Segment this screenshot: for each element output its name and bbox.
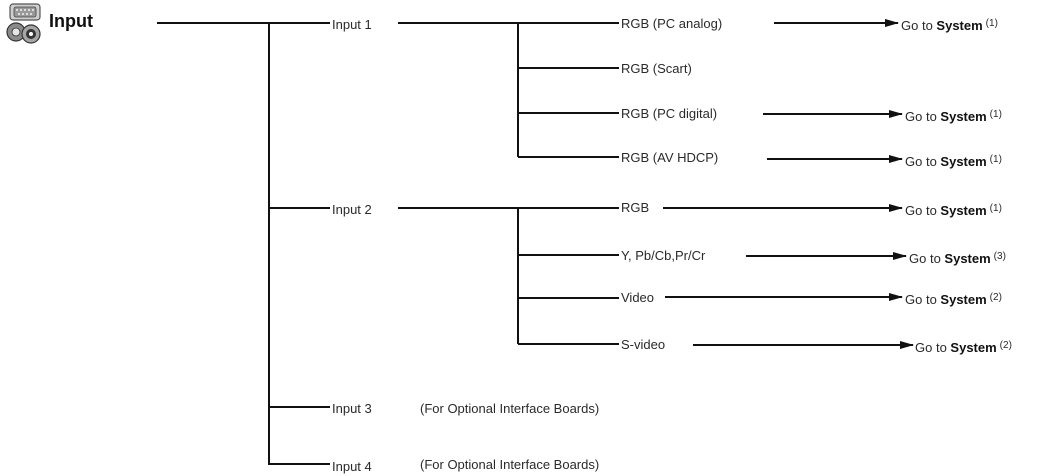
goto-system-video: Go to System(2) <box>905 290 1002 308</box>
goto-ref: (1) <box>989 154 1002 165</box>
goto-text: Go to <box>905 154 937 169</box>
goto-ref: (1) <box>989 203 1002 214</box>
input-4-note: (For Optional Interface Boards) <box>420 457 600 472</box>
goto-ref: (1) <box>985 18 998 29</box>
input-menu-title: Input <box>49 11 93 31</box>
goto-system-s-video: Go to System(2) <box>915 338 1012 356</box>
goto-ref: (2) <box>999 340 1012 351</box>
source-video: Video <box>621 290 655 305</box>
goto-system-y-pb-pr: Go to System(3) <box>909 249 1006 267</box>
goto-text: Go to <box>905 292 937 307</box>
goto-text: Go to <box>915 340 947 355</box>
goto-target: System <box>936 18 983 33</box>
goto-ref: (1) <box>989 109 1002 120</box>
source-rgb: RGB <box>621 200 650 215</box>
input-3-label: Input 3 <box>332 401 372 416</box>
goto-system-rgb: Go to System(1) <box>905 201 1002 219</box>
goto-system-rgb-pc-analog: Go to System(1) <box>901 16 998 34</box>
source-rgb-scart: RGB (Scart) <box>621 61 692 76</box>
goto-target: System <box>940 292 987 307</box>
input-3-note: (For Optional Interface Boards) <box>420 401 600 416</box>
goto-system-rgb-pc-digital: Go to System(1) <box>905 107 1002 125</box>
goto-target: System <box>940 203 987 218</box>
input-2-label: Input 2 <box>332 202 372 217</box>
input-connectors-icon <box>6 3 41 44</box>
source-rgb-pc-analog: RGB (PC analog) <box>621 16 723 31</box>
goto-ref: (2) <box>989 292 1002 303</box>
goto-system-rgb-av-hdcp: Go to System(1) <box>905 152 1002 170</box>
source-rgb-av-hdcp: RGB (AV HDCP) <box>621 150 719 165</box>
source-y-pb-pr: Y, Pb/Cb,Pr/Cr <box>621 248 706 263</box>
goto-text: Go to <box>905 203 937 218</box>
source-rgb-pc-digital: RGB (PC digital) <box>621 106 718 121</box>
goto-target: System <box>944 251 991 266</box>
input-4-label: Input 4 <box>332 459 372 474</box>
goto-target: System <box>940 109 987 124</box>
input-1-label: Input 1 <box>332 17 372 32</box>
source-s-video: S-video <box>621 337 666 352</box>
goto-text: Go to <box>901 18 933 33</box>
goto-target: System <box>950 340 997 355</box>
goto-target: System <box>940 154 987 169</box>
goto-text: Go to <box>909 251 941 266</box>
goto-text: Go to <box>905 109 937 124</box>
goto-ref: (3) <box>993 251 1006 262</box>
